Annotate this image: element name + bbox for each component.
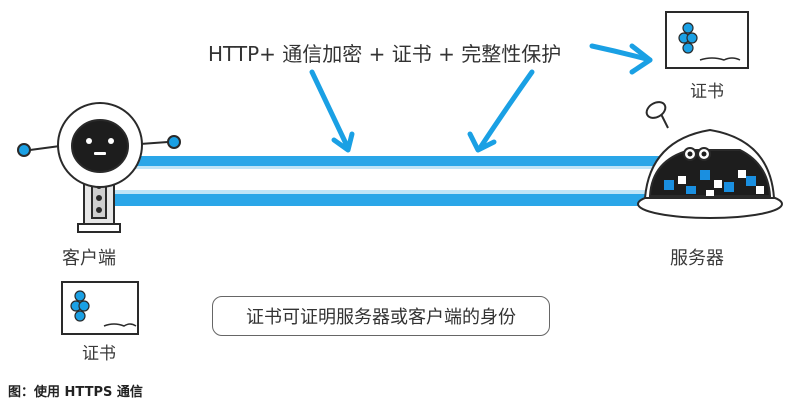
server-robot-icon (637, 101, 783, 219)
diagram-title: HTTP+ 通信加密 + 证书 + 完整性保护 (208, 42, 562, 66)
identity-note: 证书可证明服务器或客户端的身份 (212, 296, 550, 336)
client-robot-icon (17, 102, 181, 233)
figure-caption: 图：使用 HTTPS 通信 (8, 385, 143, 400)
arrow-icon (309, 43, 653, 153)
certificate-label-top: 证书 (690, 82, 724, 102)
certificate-label-bottom: 证书 (82, 344, 116, 364)
secure-channel (110, 156, 680, 206)
client-label: 客户端 (62, 248, 116, 269)
server-label: 服务器 (670, 248, 724, 269)
certificate-icon (665, 11, 749, 69)
certificate-icon (61, 281, 139, 335)
